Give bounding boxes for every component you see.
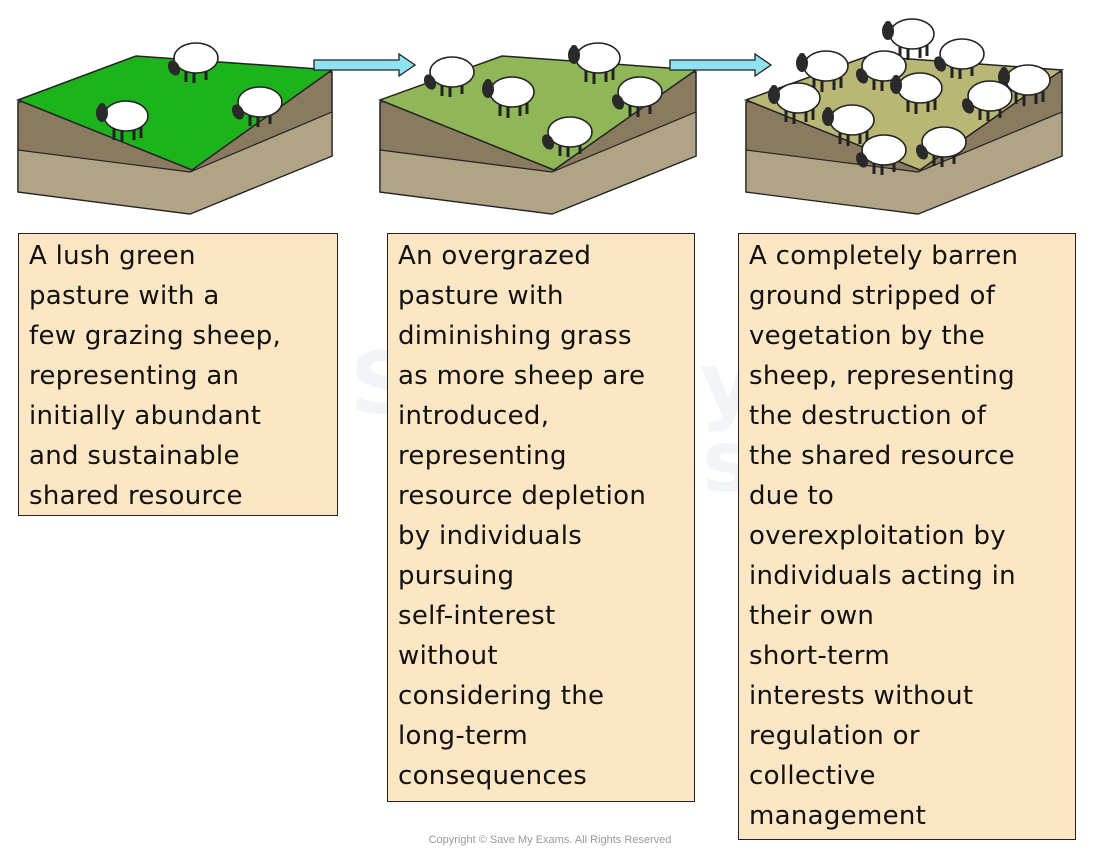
pasture-illustration-barren: [742, 0, 1072, 220]
caption-overgrazed-pasture: An overgrazed pasture with diminishing g…: [387, 233, 695, 802]
copyright-notice: Copyright © Save My Exams. All Rights Re…: [428, 834, 672, 846]
soil-lower-layer: [379, 111, 697, 215]
arrow-right-icon: [669, 52, 773, 82]
caption-lush-pasture: A lush green pasture with a few grazing …: [18, 233, 338, 516]
caption-barren-ground: A completely barren ground stripped of v…: [738, 233, 1076, 840]
pasture-illustration-overgrazed: [376, 0, 706, 220]
pasture-illustration-lush: [14, 0, 344, 220]
arrow-right-icon: [313, 52, 417, 82]
soil-lower-layer: [745, 111, 1063, 215]
soil-lower-layer: [17, 111, 333, 215]
